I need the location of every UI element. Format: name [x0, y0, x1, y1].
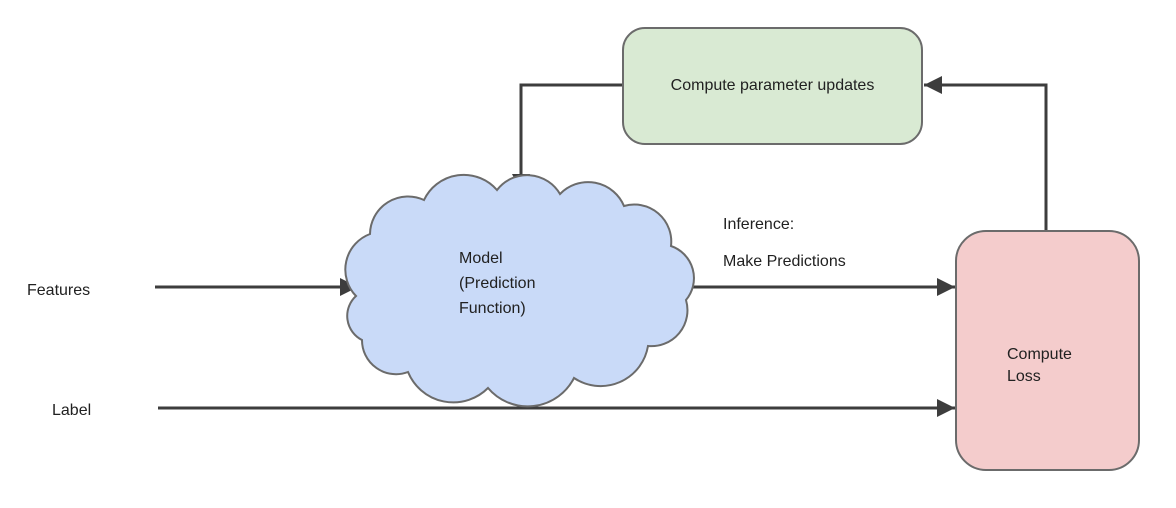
label-inference-line-1: Inference: [723, 216, 795, 233]
node-model-label-line-1: Model [459, 250, 503, 267]
node-model-cloud [344, 173, 695, 408]
node-compute-loss-label-line-2: Loss [1007, 368, 1041, 385]
node-compute-parameter-updates-label: Compute parameter updates [670, 77, 875, 94]
node-model-label-line-3: Function) [459, 300, 526, 317]
arrow-parameter-updates-to-model [512, 83, 623, 192]
label-label: Label [52, 402, 92, 419]
node-compute-loss-box [955, 230, 1140, 471]
arrow-compute-loss-to-parameter-updates [924, 76, 1048, 231]
node-compute-loss-label: Compute Loss [1007, 344, 1072, 388]
label-features: Features [27, 282, 91, 299]
node-model-label: Model (Prediction Function) [459, 246, 535, 321]
node-compute-parameter-updates-box [622, 27, 923, 145]
node-compute-loss-label-line-1: Compute [1007, 346, 1072, 363]
node-model-label-line-2: (Prediction [459, 275, 536, 292]
label-inference-line-2: Make Predictions [723, 253, 846, 270]
